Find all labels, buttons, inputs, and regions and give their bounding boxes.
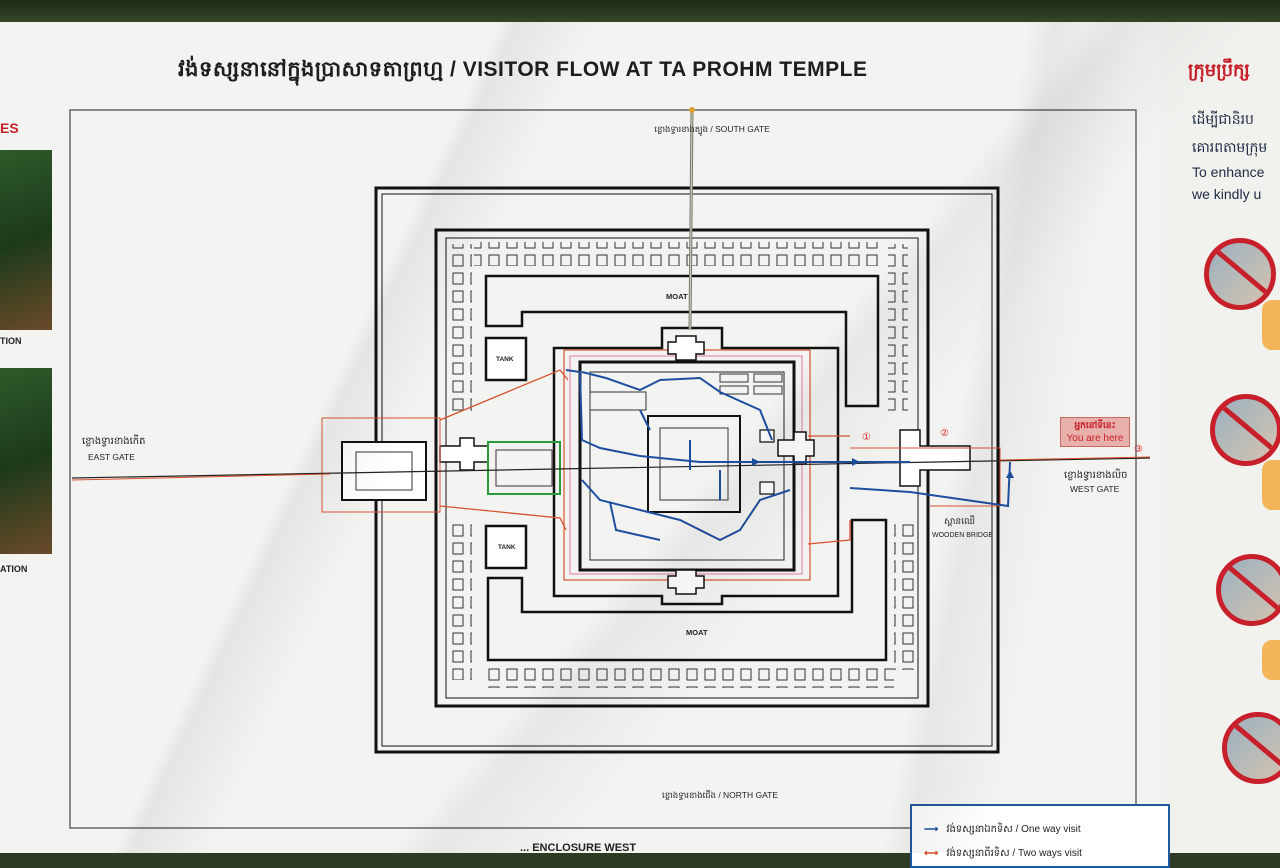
moat-label-top: MOAT: [666, 292, 688, 301]
foliage-background: [0, 0, 1280, 26]
north-gate-label: ខ្លោងទ្វារខាងជើង / NORTH GATE: [662, 790, 778, 800]
right-panel-line-en-1: To enhance: [1192, 164, 1265, 180]
orange-tab: [1262, 640, 1280, 680]
route-marker-1: ①: [862, 432, 871, 443]
legend-two-way: ⟷ វង់ទស្សនាពីរទិស / Two ways visit: [924, 846, 1082, 861]
one-way-arrow-icon: ⟶: [924, 824, 939, 835]
tank-label-top: TANK: [496, 356, 514, 363]
signboard: [0, 22, 1170, 853]
left-photo-caption-1: TION: [0, 336, 22, 346]
tank-label-bottom: TANK: [498, 544, 516, 551]
left-photo-2: [0, 368, 52, 554]
prohibition-sign-icon: [1222, 712, 1280, 784]
wooden-bridge-label-en: WOODEN BRIDGE: [932, 532, 994, 539]
right-panel-heading: ក្រុមប្រឹក្ស: [1188, 60, 1250, 80]
right-panel-line-en-2: we kindly u: [1192, 186, 1262, 202]
moat-label-bottom: MOAT: [686, 628, 708, 637]
right-panel-line-kh-2: គោរពតាមក្រុម: [1192, 139, 1268, 155]
west-gate-label-en: WEST GATE: [1070, 484, 1120, 494]
west-gate-label-kh: ខ្លោងទ្វារខាងលិច: [1064, 470, 1128, 481]
prohibition-sign-icon: [1210, 394, 1280, 466]
legend-two-way-label: វង់ទស្សនាពីរទិស / Two ways visit: [946, 848, 1082, 859]
east-gate-label-kh: ខ្លោងទ្វារខាងកើត: [82, 436, 146, 447]
you-are-here-label-en: You are here: [1066, 433, 1124, 444]
legend-one-way-label: វង់ទស្សនាឯកទិស / One way visit: [946, 824, 1081, 835]
map-legend: ⟶ វង់ទស្សនាឯកទិស / One way visit ⟷ វង់ទស្ស…: [910, 804, 1170, 868]
legend-one-way: ⟶ វង់ទស្សនាឯកទិស / One way visit: [924, 822, 1081, 837]
two-way-arrow-icon: ⟷: [924, 848, 939, 859]
you-are-here-marker: អ្នកនៅទីនេះ You are here: [1060, 417, 1130, 447]
orange-tab: [1262, 300, 1280, 350]
route-marker-2: ②: [940, 428, 949, 439]
left-photo-caption-2: ATION: [0, 564, 28, 574]
south-gate-label: ខ្លោងទ្វារខាងត្បូង / SOUTH GATE: [654, 124, 770, 134]
orange-tab: [1262, 460, 1280, 510]
prohibition-sign-icon: [1216, 554, 1280, 626]
route-marker-3: ③: [1134, 444, 1143, 455]
enclosure-label: ... ENCLOSURE WEST: [520, 842, 637, 854]
east-gate-label-en: EAST GATE: [88, 452, 135, 462]
left-panel-heading: ES: [0, 120, 19, 136]
right-panel-line-kh-1: ដើម្បីជានិរប: [1192, 111, 1254, 127]
wooden-bridge-label-kh: ស្ពានឈើ: [944, 516, 975, 526]
sign-title: វង់ទស្សនានៅក្នុងប្រាសាទតាព្រហ្ម / VISITO…: [178, 58, 868, 81]
left-photo-1: [0, 150, 52, 330]
you-are-here-label-kh: អ្នកនៅទីនេះ: [1074, 420, 1116, 430]
prohibition-sign-icon: [1204, 238, 1276, 310]
